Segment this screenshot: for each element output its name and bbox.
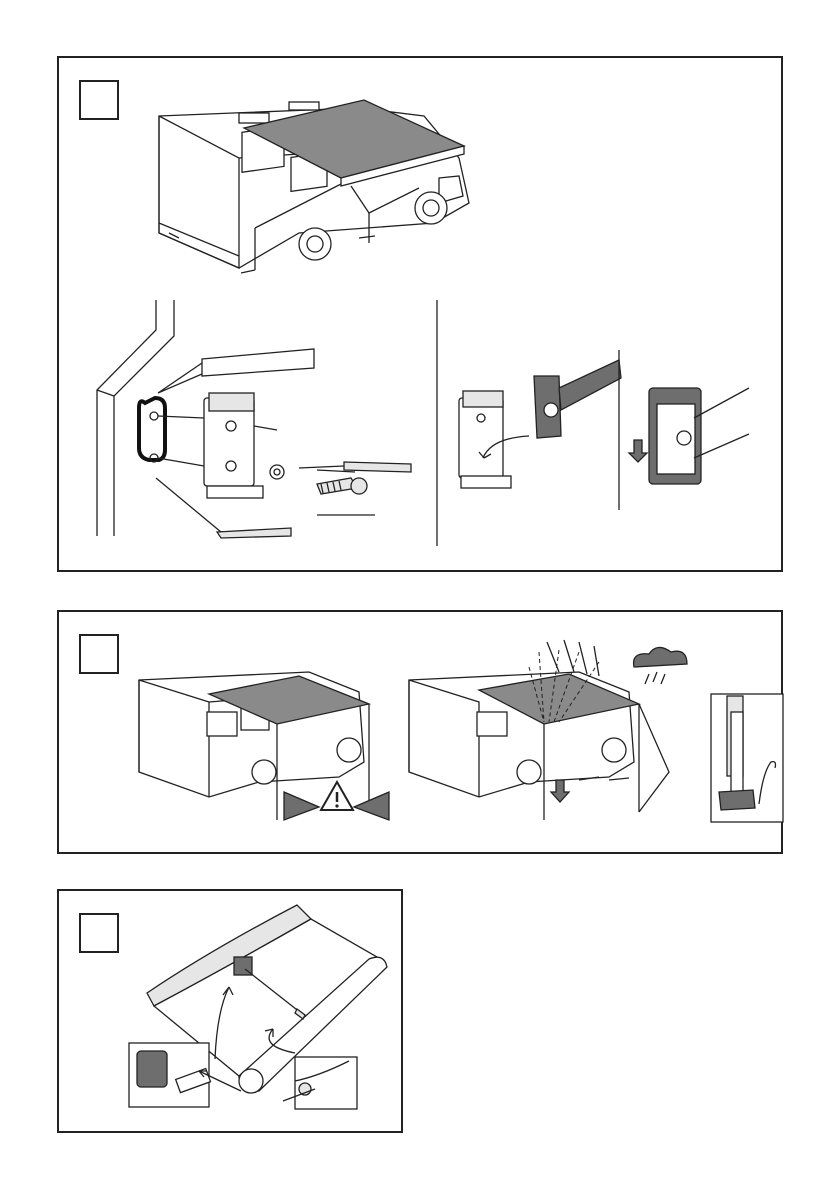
panel-roller-assembly (57, 889, 403, 1133)
screw-set (156, 462, 411, 538)
leg-detail-inset (711, 694, 783, 822)
inset-right (283, 1057, 357, 1109)
panel-mounting (57, 56, 783, 572)
label-callout (202, 349, 314, 376)
motorhome-right (409, 640, 669, 820)
arrow-down-icon (629, 440, 647, 462)
panel-usage-weather (57, 610, 783, 854)
awning-warning-illustration (59, 612, 785, 856)
mounting-bracket (204, 393, 277, 498)
roller-tube-illustration (59, 891, 405, 1135)
arrow-down-icon (551, 780, 569, 802)
bracket-with-arm (459, 350, 621, 510)
rain-cloud-icon (634, 647, 687, 684)
warning-triangle-icon (284, 782, 389, 820)
bracket-assembled (629, 388, 749, 484)
motorhome-awning-illustration (59, 58, 785, 574)
